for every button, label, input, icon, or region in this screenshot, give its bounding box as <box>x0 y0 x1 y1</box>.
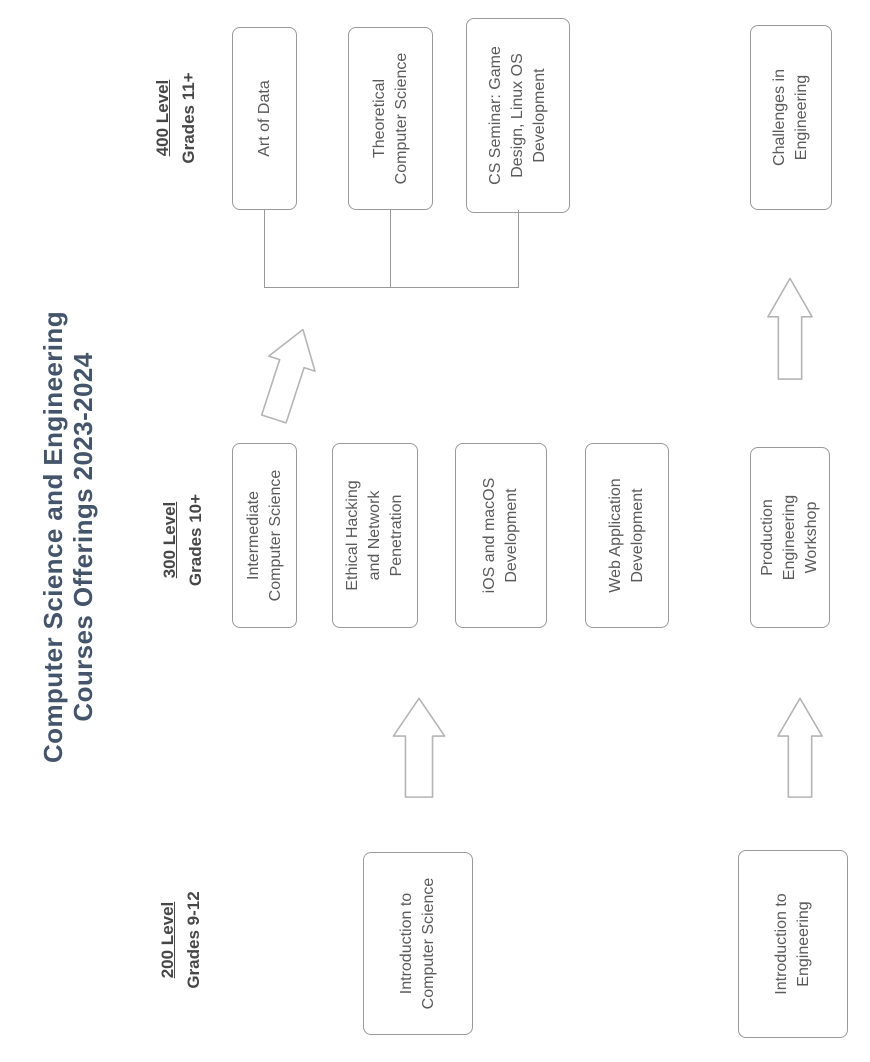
course-title: Challenges in Engineering <box>771 69 810 166</box>
course-box-challenges-engineering: Challenges in Engineering <box>750 25 832 210</box>
page-title-line1: Computer Science and Engineering <box>38 311 68 763</box>
arrow-200-to-300-cs-icon <box>390 695 448 800</box>
connector-stub-theoretical-cs <box>390 210 391 288</box>
connector-bracket-line <box>264 287 519 288</box>
course-box-production-workshop: Production Engineering Workshop <box>750 447 830 628</box>
connector-stub-cs-seminar <box>518 210 519 288</box>
arrow-300-to-400-engineering-icon <box>765 275 815 382</box>
level-header-200: 200 Level Grades 9-12 <box>155 855 207 1025</box>
course-box-theoretical-cs: Theoretical Computer Science <box>348 27 433 210</box>
course-title: CS Seminar: Game Design, Linux OS Develo… <box>487 46 548 185</box>
level-label: 200 Level <box>158 901 177 979</box>
level-label: 300 Level <box>160 501 179 579</box>
course-box-web-app: Web Application Development <box>585 443 669 628</box>
course-title: Theoretical Computer Science <box>370 52 410 185</box>
grades-label: Grades 11+ <box>179 72 198 164</box>
level-header-300: 300 Level Grades 10+ <box>157 455 209 625</box>
course-title: Introduction to Computer Science <box>398 877 437 1010</box>
course-box-cs-seminar: CS Seminar: Game Design, Linux OS Develo… <box>466 18 570 213</box>
grades-label: Grades 9-12 <box>184 891 203 989</box>
page-title: Computer Science and Engineering Courses… <box>38 174 98 900</box>
level-label: 400 Level <box>153 79 172 157</box>
course-title: Introduction to Engineering <box>773 893 812 995</box>
course-box-ios-macos: iOS and macOS Development <box>455 443 547 628</box>
course-title: iOS and macOS Development <box>481 477 520 594</box>
arrow-200-to-300-engineering-icon <box>775 695 825 800</box>
course-title: Ethical Hacking and Network Penetration <box>344 480 405 591</box>
grades-label: Grades 10+ <box>186 493 205 587</box>
level-header-400: 400 Level Grades 11+ <box>150 33 202 203</box>
course-box-art-of-data: Art of Data <box>232 27 297 210</box>
page-title-line2: Courses Offerings 2023-2024 <box>68 352 98 722</box>
course-box-intermediate-cs: Intermediate Computer Science <box>232 443 297 628</box>
connector-stub-art-of-data <box>264 210 265 288</box>
course-box-intro-engineering: Introduction to Engineering <box>738 850 848 1038</box>
course-box-ethical-hacking: Ethical Hacking and Network Penetration <box>332 443 418 628</box>
course-title: Intermediate Computer Science <box>244 469 284 602</box>
course-title: Production Engineering Workshop <box>759 494 820 581</box>
course-title: Art of Data <box>255 80 273 157</box>
course-box-intro-cs: Introduction to Computer Science <box>363 852 473 1035</box>
course-title: Web Application Development <box>607 478 646 593</box>
arrow-300-to-400-cs-icon <box>247 318 330 430</box>
